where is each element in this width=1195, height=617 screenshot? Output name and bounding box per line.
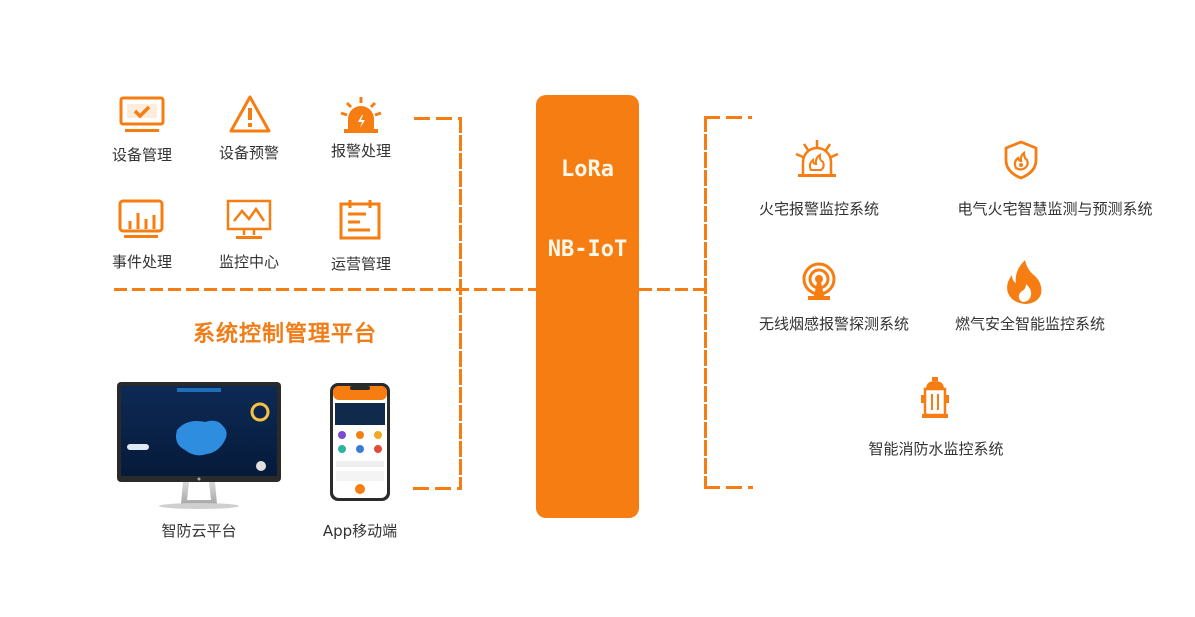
fire-shield-icon — [1004, 140, 1038, 180]
alarm-light-icon — [339, 95, 383, 135]
network-hub: LoRa NB-IoT — [536, 95, 639, 518]
wireless-signal-icon — [800, 262, 838, 302]
connector-line — [414, 117, 462, 120]
system-label: 智能消防水监控系统 — [868, 440, 1004, 458]
connector-line — [413, 487, 462, 490]
system-label: 火宅报警监控系统 — [758, 200, 880, 218]
function-label: 事件处理 — [111, 253, 173, 271]
function-label: 报警处理 — [330, 142, 392, 160]
connector-line — [114, 288, 536, 291]
device-label: 智防云平台 — [161, 522, 237, 540]
bar-chart-icon — [118, 199, 164, 239]
system-label: 无线烟感报警探测系统 — [758, 315, 910, 333]
connector-line — [704, 116, 752, 119]
connector-line — [459, 117, 462, 489]
device-label: App移动端 — [322, 522, 398, 540]
protocol-label: NB-IoT — [547, 237, 628, 262]
flame-icon — [1005, 258, 1043, 304]
monitor-line-chart-icon — [226, 199, 272, 241]
connector-line — [704, 116, 707, 488]
system-label: 电气火宅智慧监测与预测系统 — [957, 200, 1153, 218]
function-label: 监控中心 — [218, 253, 280, 271]
monitor-check-icon — [119, 96, 165, 134]
smartphone-icon — [330, 383, 390, 501]
fire-alarm-light-icon — [794, 138, 840, 180]
function-label: 设备管理 — [111, 146, 173, 164]
fire-hydrant-icon — [920, 375, 950, 419]
protocol-label: LoRa — [561, 157, 614, 182]
connector-line — [704, 486, 753, 489]
platform-title: 系统控制管理平台 — [192, 322, 378, 347]
warning-triangle-icon — [228, 94, 272, 134]
desktop-monitor-icon — [117, 382, 281, 510]
function-label: 运营管理 — [330, 255, 392, 273]
function-label: 设备预警 — [218, 144, 280, 162]
connector-line — [639, 288, 707, 291]
calendar-list-icon — [338, 198, 382, 240]
system-label: 燃气安全智能监控系统 — [954, 315, 1106, 333]
